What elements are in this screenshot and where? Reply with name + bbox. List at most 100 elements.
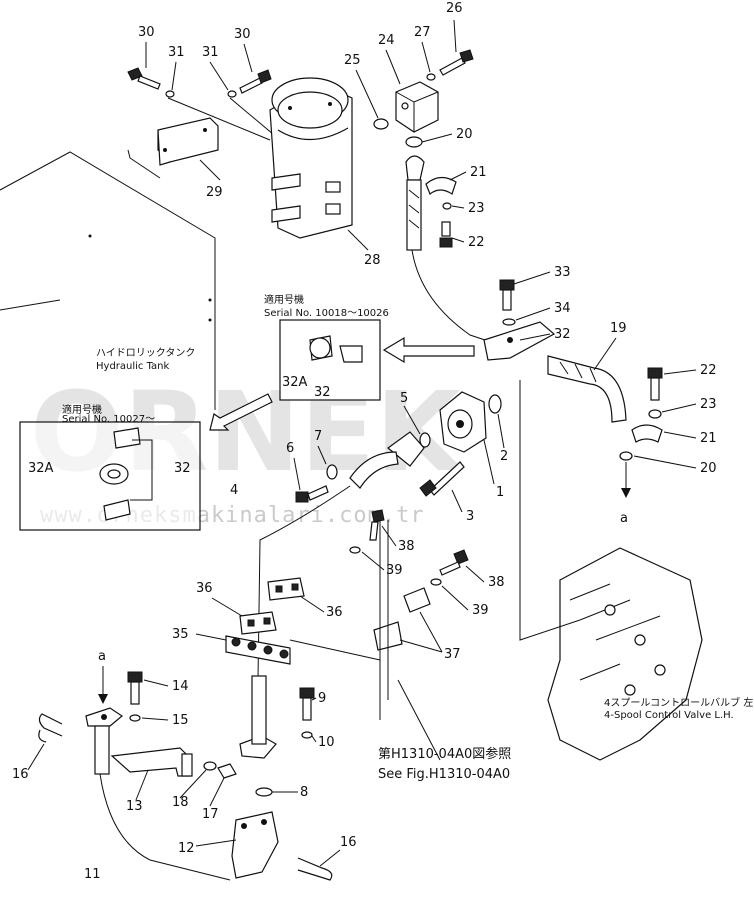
tube-line-4 <box>257 485 351 681</box>
control-valve <box>547 547 703 761</box>
label-4: 4 <box>230 483 238 498</box>
washer-27 <box>426 73 436 81</box>
filter-28 <box>269 77 353 239</box>
o-ring-20-top <box>405 136 423 148</box>
label-37: 37 <box>444 647 461 662</box>
bolt-26 <box>439 49 474 76</box>
washer-15 <box>129 714 141 722</box>
label-24: 24 <box>378 33 395 48</box>
label-16: 16 <box>12 767 29 782</box>
label-21: 21 <box>700 431 717 446</box>
bolt-14 <box>127 671 143 705</box>
o-ring-5 <box>419 432 431 448</box>
label-18: 18 <box>172 795 189 810</box>
washer-23-top <box>442 202 452 210</box>
label-3: 3 <box>466 509 474 524</box>
label-7: 7 <box>314 429 322 444</box>
label-31: 31 <box>168 45 185 60</box>
label-21: 21 <box>470 165 487 180</box>
pipe-to-valve <box>519 380 581 641</box>
label-2: 2 <box>500 449 508 464</box>
bracket-13 <box>110 747 193 777</box>
bolt-33 <box>499 279 515 311</box>
o-ring-20-right <box>619 451 633 461</box>
label-30: 30 <box>138 25 155 40</box>
valve-en: 4-Spool Control Valve L.H. <box>604 710 734 721</box>
label-31: 31 <box>202 45 219 60</box>
clamp-21-top <box>425 176 457 195</box>
serial-1: Serial No. 10018〜10026 <box>264 308 389 319</box>
label-13: 13 <box>126 799 143 814</box>
label-39: 39 <box>386 563 403 578</box>
bolt-3 <box>419 461 465 497</box>
pump-1 <box>439 391 487 453</box>
bolt-38-upper <box>369 509 385 541</box>
flange-12-assembly <box>231 675 279 879</box>
bolt-30-right <box>239 69 272 94</box>
see-fig-jp: 第H1310-04A0図参照 <box>378 746 511 762</box>
label-32A: 32A <box>28 461 54 476</box>
elbow-flange-4 <box>349 431 425 489</box>
bolt-22-top <box>439 221 453 248</box>
hose-fitting-top <box>405 155 425 251</box>
ref-a-bottom: a <box>98 649 108 704</box>
serial-box-1 <box>279 319 381 401</box>
u-bolt-16-left <box>38 713 63 743</box>
valve-jp: 4スプールコントロールバルブ 左 <box>604 696 753 709</box>
part-labels: 30 31 31 30 29 25 24 27 26 20 21 23 22 2… <box>12 1 717 882</box>
label-15: 15 <box>172 713 189 728</box>
label-25: 25 <box>344 53 361 68</box>
leader-see-fig <box>397 679 441 761</box>
tank-en: Hydraulic Tank <box>96 361 170 372</box>
hose-line <box>411 249 501 346</box>
bracket-29 <box>157 117 219 166</box>
ref-a-bottom-label: a <box>98 649 106 664</box>
label-30: 30 <box>234 27 251 42</box>
see-fig-en: See Fig.H1310-04A0 <box>378 767 510 782</box>
u-bolt-16-right <box>297 857 333 881</box>
clamp-bar-35 <box>225 635 291 665</box>
washer-39-right <box>430 578 442 586</box>
bolt-6 <box>295 485 329 503</box>
washer-31-left <box>165 90 175 98</box>
leader-line <box>347 229 369 251</box>
clamp-32-mid <box>483 321 556 361</box>
label-36: 36 <box>196 581 213 596</box>
leader-lines <box>27 19 697 867</box>
label-28: 28 <box>364 253 381 268</box>
label-32: 32 <box>174 461 191 476</box>
label-9: 9 <box>318 691 326 706</box>
leader-line <box>167 97 271 141</box>
label-10: 10 <box>318 735 335 750</box>
bolt-22-right <box>647 367 663 401</box>
label-20: 20 <box>456 127 473 142</box>
block-24 <box>395 81 439 133</box>
washer-31-right <box>227 90 237 98</box>
label-17: 17 <box>202 807 219 822</box>
flange-14-assembly <box>85 707 124 775</box>
arrow-shape-1 <box>382 336 475 364</box>
label-23: 23 <box>700 397 717 412</box>
label-16: 16 <box>340 835 357 850</box>
ref-a-top-label: a <box>620 511 628 526</box>
serial-1-jp: 適用号機 <box>264 293 304 306</box>
washer-10 <box>301 731 313 739</box>
washer-39-upper <box>349 546 361 554</box>
label-6: 6 <box>286 441 294 456</box>
label-12: 12 <box>178 841 195 856</box>
washer-23-right <box>648 409 662 419</box>
washer-34 <box>502 318 516 326</box>
o-ring-7 <box>326 464 338 480</box>
bolt-30-left <box>127 67 161 90</box>
label-32: 32 <box>314 385 331 400</box>
o-ring-8 <box>255 787 273 797</box>
serial-2: Serial No. 10027〜 <box>62 414 155 425</box>
label-34: 34 <box>554 301 571 316</box>
tube-11 <box>99 773 231 881</box>
o-ring-2 <box>488 394 502 414</box>
clamp-36-upper <box>267 577 305 601</box>
label-22: 22 <box>468 235 485 250</box>
label-35: 35 <box>172 627 189 642</box>
label-1: 1 <box>496 485 504 500</box>
